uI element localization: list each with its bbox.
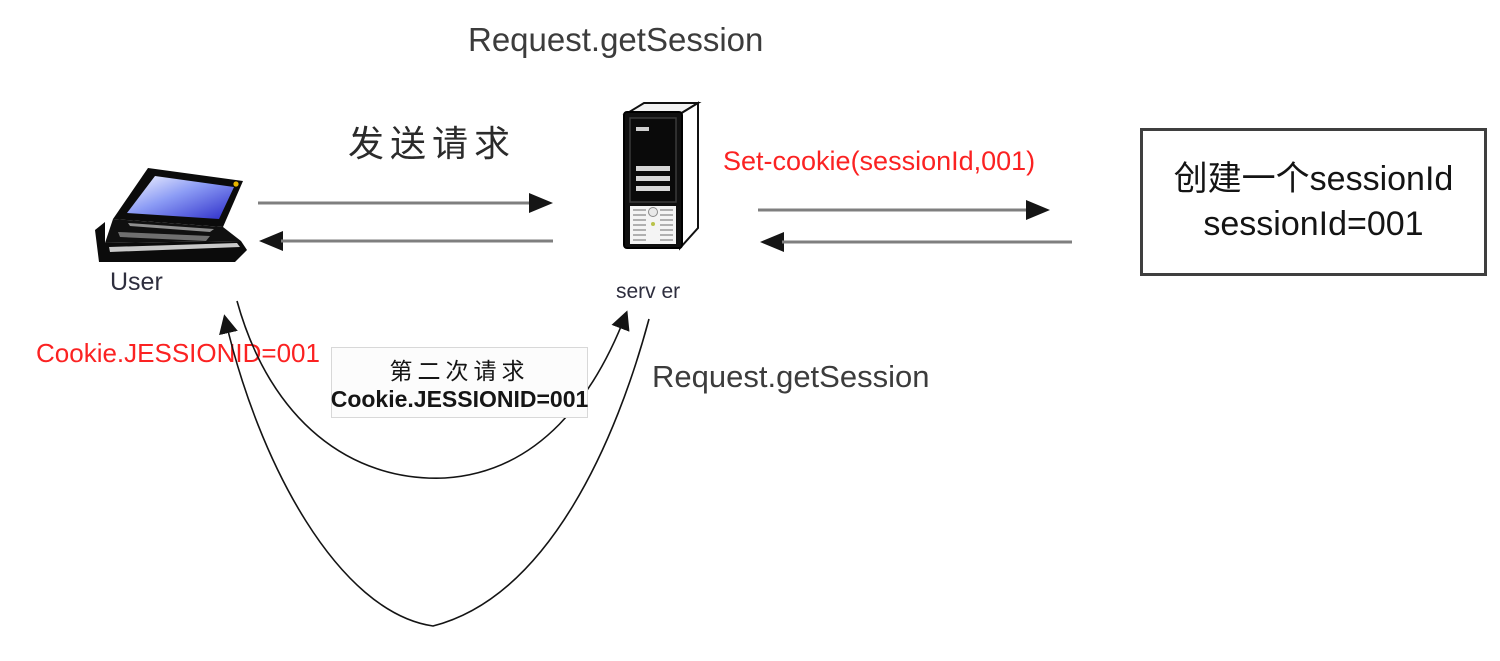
- create-session-line2: sessionId=001: [1203, 205, 1424, 243]
- session-return-arrow: [760, 232, 1072, 252]
- cookie-jsessionid-label: Cookie.JESSIONID=001: [36, 338, 320, 368]
- second-request-box: 第二次请求 Cookie.JESSIONID=001: [331, 347, 588, 418]
- request-arrow: [258, 193, 553, 213]
- server-label: serv er: [616, 280, 681, 303]
- set-cookie-arrow: [758, 200, 1050, 220]
- user-laptop-icon: [95, 168, 247, 262]
- create-session-line1: 创建一个sessionId: [1173, 160, 1454, 199]
- request-getsession-label: Request.getSession: [652, 359, 930, 394]
- response-arrow: [259, 231, 553, 251]
- diagram-title: Request.getSession: [468, 21, 764, 58]
- server-icon: [622, 101, 702, 251]
- set-cookie-label: Set-cookie(sessionId,001): [723, 146, 1036, 176]
- create-session-box: 创建一个sessionId sessionId=001: [1140, 128, 1487, 276]
- second-request-line2: Cookie.JESSIONID=001: [330, 386, 589, 412]
- send-request-label: 发送请求: [348, 123, 517, 164]
- second-request-line1: 第二次请求: [389, 358, 530, 384]
- user-label: User: [110, 268, 163, 296]
